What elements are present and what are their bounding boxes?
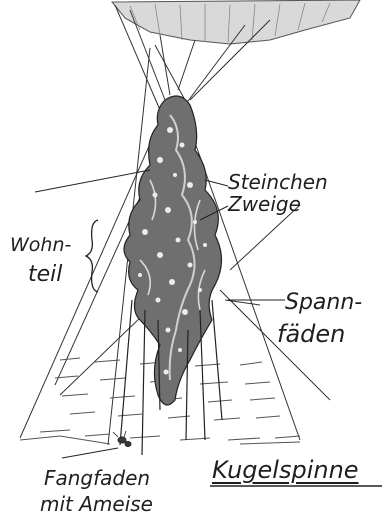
ant-figure [113,431,131,447]
nest-body [124,96,222,405]
label-fangfaden: Fangfaden [44,468,150,488]
label-mit-ameise: mit Ameise [40,494,153,514]
wohnteil-brace [86,220,98,292]
label-steinchen: Steinchen [228,172,328,192]
label-teil: teil [28,264,62,286]
label-spann: Spann- [285,292,362,314]
label-wohn: Wohn- [10,236,71,255]
title-kugelspinne: Kugelspinne [212,458,359,482]
label-faeden: fäden [277,322,345,346]
label-zweige: Zweige [228,194,301,214]
